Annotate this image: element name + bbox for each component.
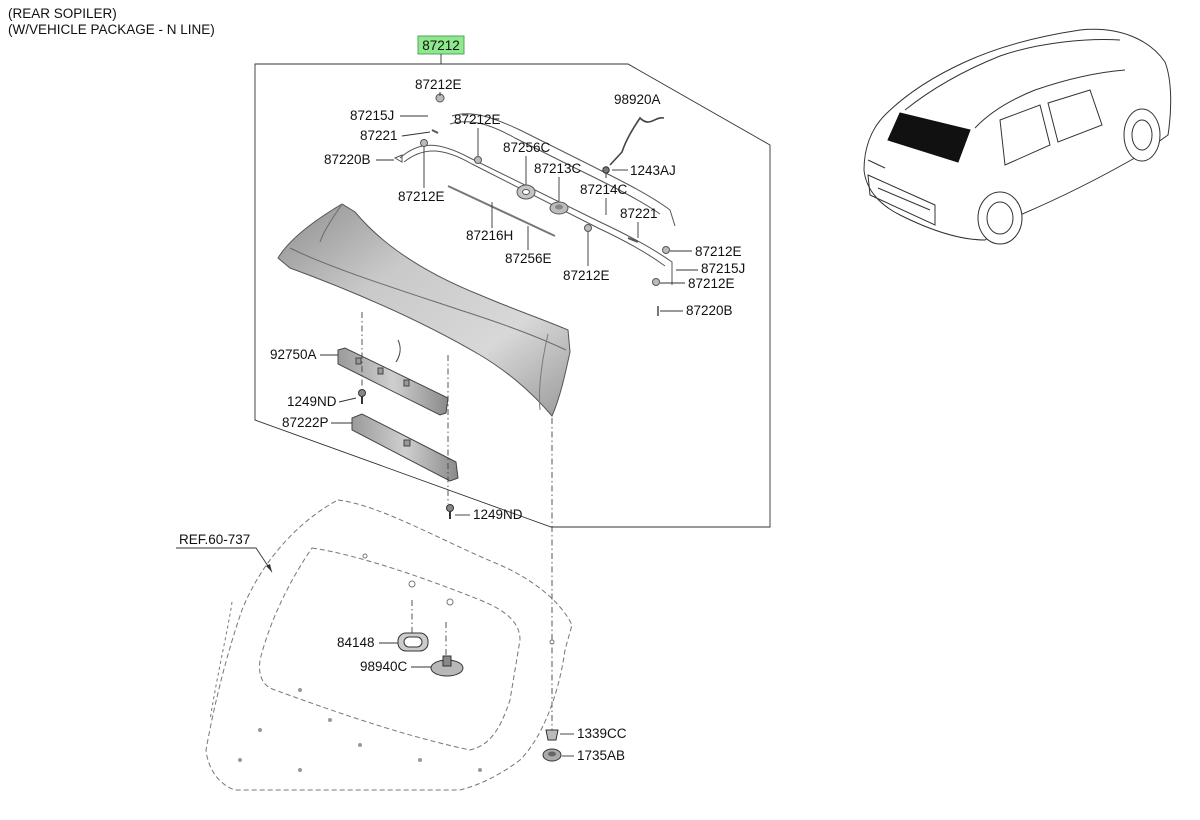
- label-87212E-top[interactable]: 87212E: [415, 77, 462, 92]
- seal-87214C-outer: [399, 144, 673, 285]
- note-vehicle-package: (W/VEHICLE PACKAGE - N LINE): [8, 22, 215, 37]
- plug-84148: [397, 632, 429, 652]
- stop-lamp-92750A: [337, 339, 449, 416]
- callout-98940C[interactable]: 98940C: [360, 659, 431, 674]
- callout-87212E-r1[interactable]: 87212E: [670, 244, 742, 259]
- main-part-callout[interactable]: 87212: [417, 35, 465, 55]
- callout-87256C[interactable]: 87256C: [503, 140, 551, 185]
- tailgate-panel: [205, 499, 573, 791]
- label-87212E-r2[interactable]: 87212E: [688, 276, 735, 291]
- nut-1339CC: [545, 729, 559, 741]
- label-87215J-left[interactable]: 87215J: [350, 108, 394, 123]
- label-87222P[interactable]: 87222P: [282, 415, 329, 430]
- main-part-number[interactable]: 87212: [422, 38, 460, 53]
- label-84148[interactable]: 84148: [337, 635, 375, 650]
- cap-87213C: [549, 201, 569, 215]
- callout-87222P[interactable]: 87222P: [282, 415, 352, 430]
- callout-84148[interactable]: 84148: [337, 635, 398, 650]
- grommet-87212E-bottom: [584, 224, 592, 232]
- callout-87221-left[interactable]: 87221: [360, 128, 431, 143]
- label-98920A[interactable]: 98920A: [614, 92, 661, 107]
- grommet-87212E-mid: [474, 156, 482, 164]
- nozzle-98940C: [430, 655, 464, 677]
- label-1249ND-lower[interactable]: 1249ND: [473, 507, 523, 522]
- note-rear-spoiler: (REAR SOPILER): [8, 6, 117, 21]
- callout-87212E-left[interactable]: 87212E: [398, 147, 445, 204]
- callout-87213C[interactable]: 87213C: [534, 161, 582, 201]
- callout-87212E-top[interactable]: 87212E: [415, 77, 462, 96]
- label-1339CC[interactable]: 1339CC: [577, 726, 627, 741]
- label-87212E-mid[interactable]: 87212E: [454, 112, 501, 127]
- callout-1243AJ[interactable]: 1243AJ: [612, 163, 676, 178]
- clip-87221-left: [431, 129, 439, 134]
- grommet-1735AB: [542, 748, 562, 762]
- gasket-87256C: [516, 184, 536, 200]
- rear-spoiler-body: [277, 203, 571, 417]
- callout-87256E[interactable]: 87256E: [505, 226, 552, 266]
- callout-1339CC[interactable]: 1339CC: [560, 726, 627, 741]
- label-87212E-r1[interactable]: 87212E: [695, 244, 742, 259]
- label-1735AB[interactable]: 1735AB: [577, 748, 625, 763]
- screw-1249ND-lower: [446, 504, 454, 519]
- callout-87220B-left[interactable]: 87220B: [324, 152, 394, 167]
- vehicle-illustration: [863, 28, 1172, 245]
- callout-1249ND-upper[interactable]: 1249ND: [287, 394, 357, 409]
- callout-1249ND-lower[interactable]: 1249ND: [455, 507, 523, 522]
- callout-87216H[interactable]: 87216H: [466, 202, 513, 243]
- label-ref-60-737[interactable]: REF.60-737: [179, 532, 250, 547]
- callout-87214C[interactable]: 87214C: [580, 182, 628, 215]
- screw-1249ND-upper: [358, 389, 366, 404]
- callout-87215J-right[interactable]: 87215J: [676, 261, 745, 276]
- label-87220B-left[interactable]: 87220B: [324, 152, 371, 167]
- label-87221-left[interactable]: 87221: [360, 128, 398, 143]
- seal-87214C-inner: [403, 150, 666, 267]
- callout-87212E-mid[interactable]: 87212E: [454, 112, 501, 156]
- callout-1735AB[interactable]: 1735AB: [562, 748, 625, 763]
- vehicle-spoiler-highlight: [887, 112, 971, 163]
- strip-87215J-upper: [451, 113, 676, 227]
- label-1243AJ[interactable]: 1243AJ: [630, 163, 676, 178]
- label-1249ND-upper[interactable]: 1249ND: [287, 394, 337, 409]
- strip-87216H: [447, 185, 556, 237]
- label-87256E[interactable]: 87256E: [505, 251, 552, 266]
- callout-87215J-left[interactable]: 87215J: [350, 108, 428, 123]
- screw-1243AJ: [602, 166, 610, 178]
- callout-87212E-r2[interactable]: 87212E: [660, 276, 735, 291]
- grommet-87212E-left: [420, 139, 428, 147]
- label-87215J-right[interactable]: 87215J: [701, 261, 745, 276]
- callout-87220B-right[interactable]: 87220B: [660, 303, 733, 318]
- strip-87215J-lower: [449, 121, 661, 215]
- label-87214C[interactable]: 87214C: [580, 182, 628, 197]
- label-87213C[interactable]: 87213C: [534, 161, 582, 176]
- clip-87220B-left: [393, 154, 403, 163]
- label-87212E-left[interactable]: 87212E: [398, 189, 445, 204]
- label-98940C[interactable]: 98940C: [360, 659, 408, 674]
- callout-92750A[interactable]: 92750A: [270, 347, 338, 362]
- label-87220B-right[interactable]: 87220B: [686, 303, 733, 318]
- assembly-boundary: [254, 63, 771, 528]
- callout-98920A[interactable]: 98920A: [614, 92, 661, 107]
- label-92750A[interactable]: 92750A: [270, 347, 317, 362]
- label-87256C[interactable]: 87256C: [503, 140, 551, 155]
- callout-87221-right[interactable]: 87221: [620, 206, 658, 238]
- label-87216H[interactable]: 87216H: [466, 228, 513, 243]
- grommet-87212E-r2: [652, 278, 660, 286]
- callout-87212E-bottom[interactable]: 87212E: [563, 232, 610, 283]
- label-87221-right[interactable]: 87221: [620, 206, 658, 221]
- grommet-87212E-r1: [662, 246, 670, 254]
- callout-ref-60-737[interactable]: REF.60-737: [176, 532, 273, 573]
- garnish-87222P: [351, 413, 459, 482]
- clip-87221-right: [627, 237, 639, 243]
- label-87212E-bottom[interactable]: 87212E: [563, 268, 610, 283]
- hose-98920A: [609, 116, 665, 166]
